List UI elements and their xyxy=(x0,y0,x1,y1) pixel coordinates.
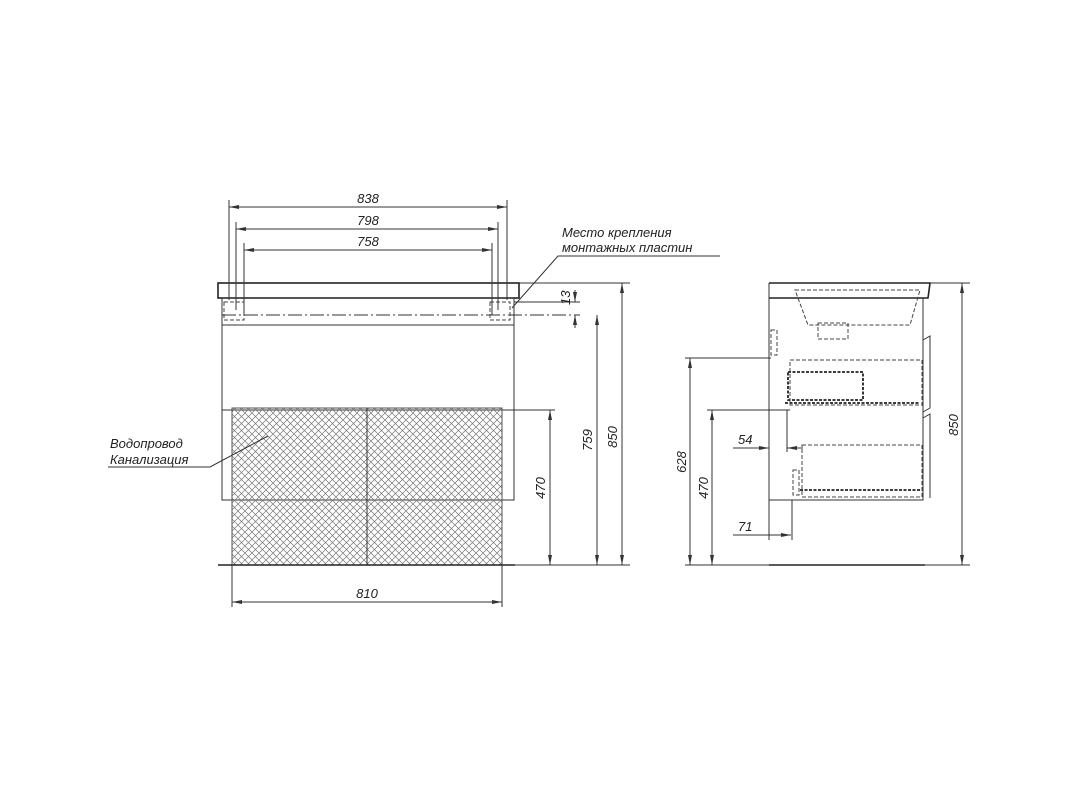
mount-plate-left xyxy=(223,301,245,321)
callout-mount-line1: Место крепления xyxy=(562,225,672,240)
dim-759: 759 xyxy=(580,429,595,451)
side-dim-54: 54 xyxy=(738,432,752,447)
dim-13: 13 xyxy=(558,290,573,305)
front-view: 838 798 758 13 850 759 470 810 Место кре… xyxy=(108,191,720,607)
dim-810: 810 xyxy=(356,586,378,601)
dim-798: 798 xyxy=(357,213,379,228)
side-dim-628: 628 xyxy=(674,450,689,472)
mount-plate-right xyxy=(489,301,511,321)
dim-758: 758 xyxy=(357,234,379,249)
dim-850: 850 xyxy=(605,425,620,447)
callout-mount-line2: монтажных пластин xyxy=(562,240,692,255)
side-view: 850 628 470 54 71 xyxy=(674,282,970,566)
dim-838: 838 xyxy=(357,191,379,206)
countertop xyxy=(217,282,520,299)
side-dim-850: 850 xyxy=(946,413,961,435)
dim-470: 470 xyxy=(533,476,548,498)
side-dim-470: 470 xyxy=(696,476,711,498)
callout-pipes-line1: Водопровод xyxy=(110,436,183,451)
callout-pipes-line2: Канализация xyxy=(110,452,188,467)
side-dim-71: 71 xyxy=(738,519,752,534)
